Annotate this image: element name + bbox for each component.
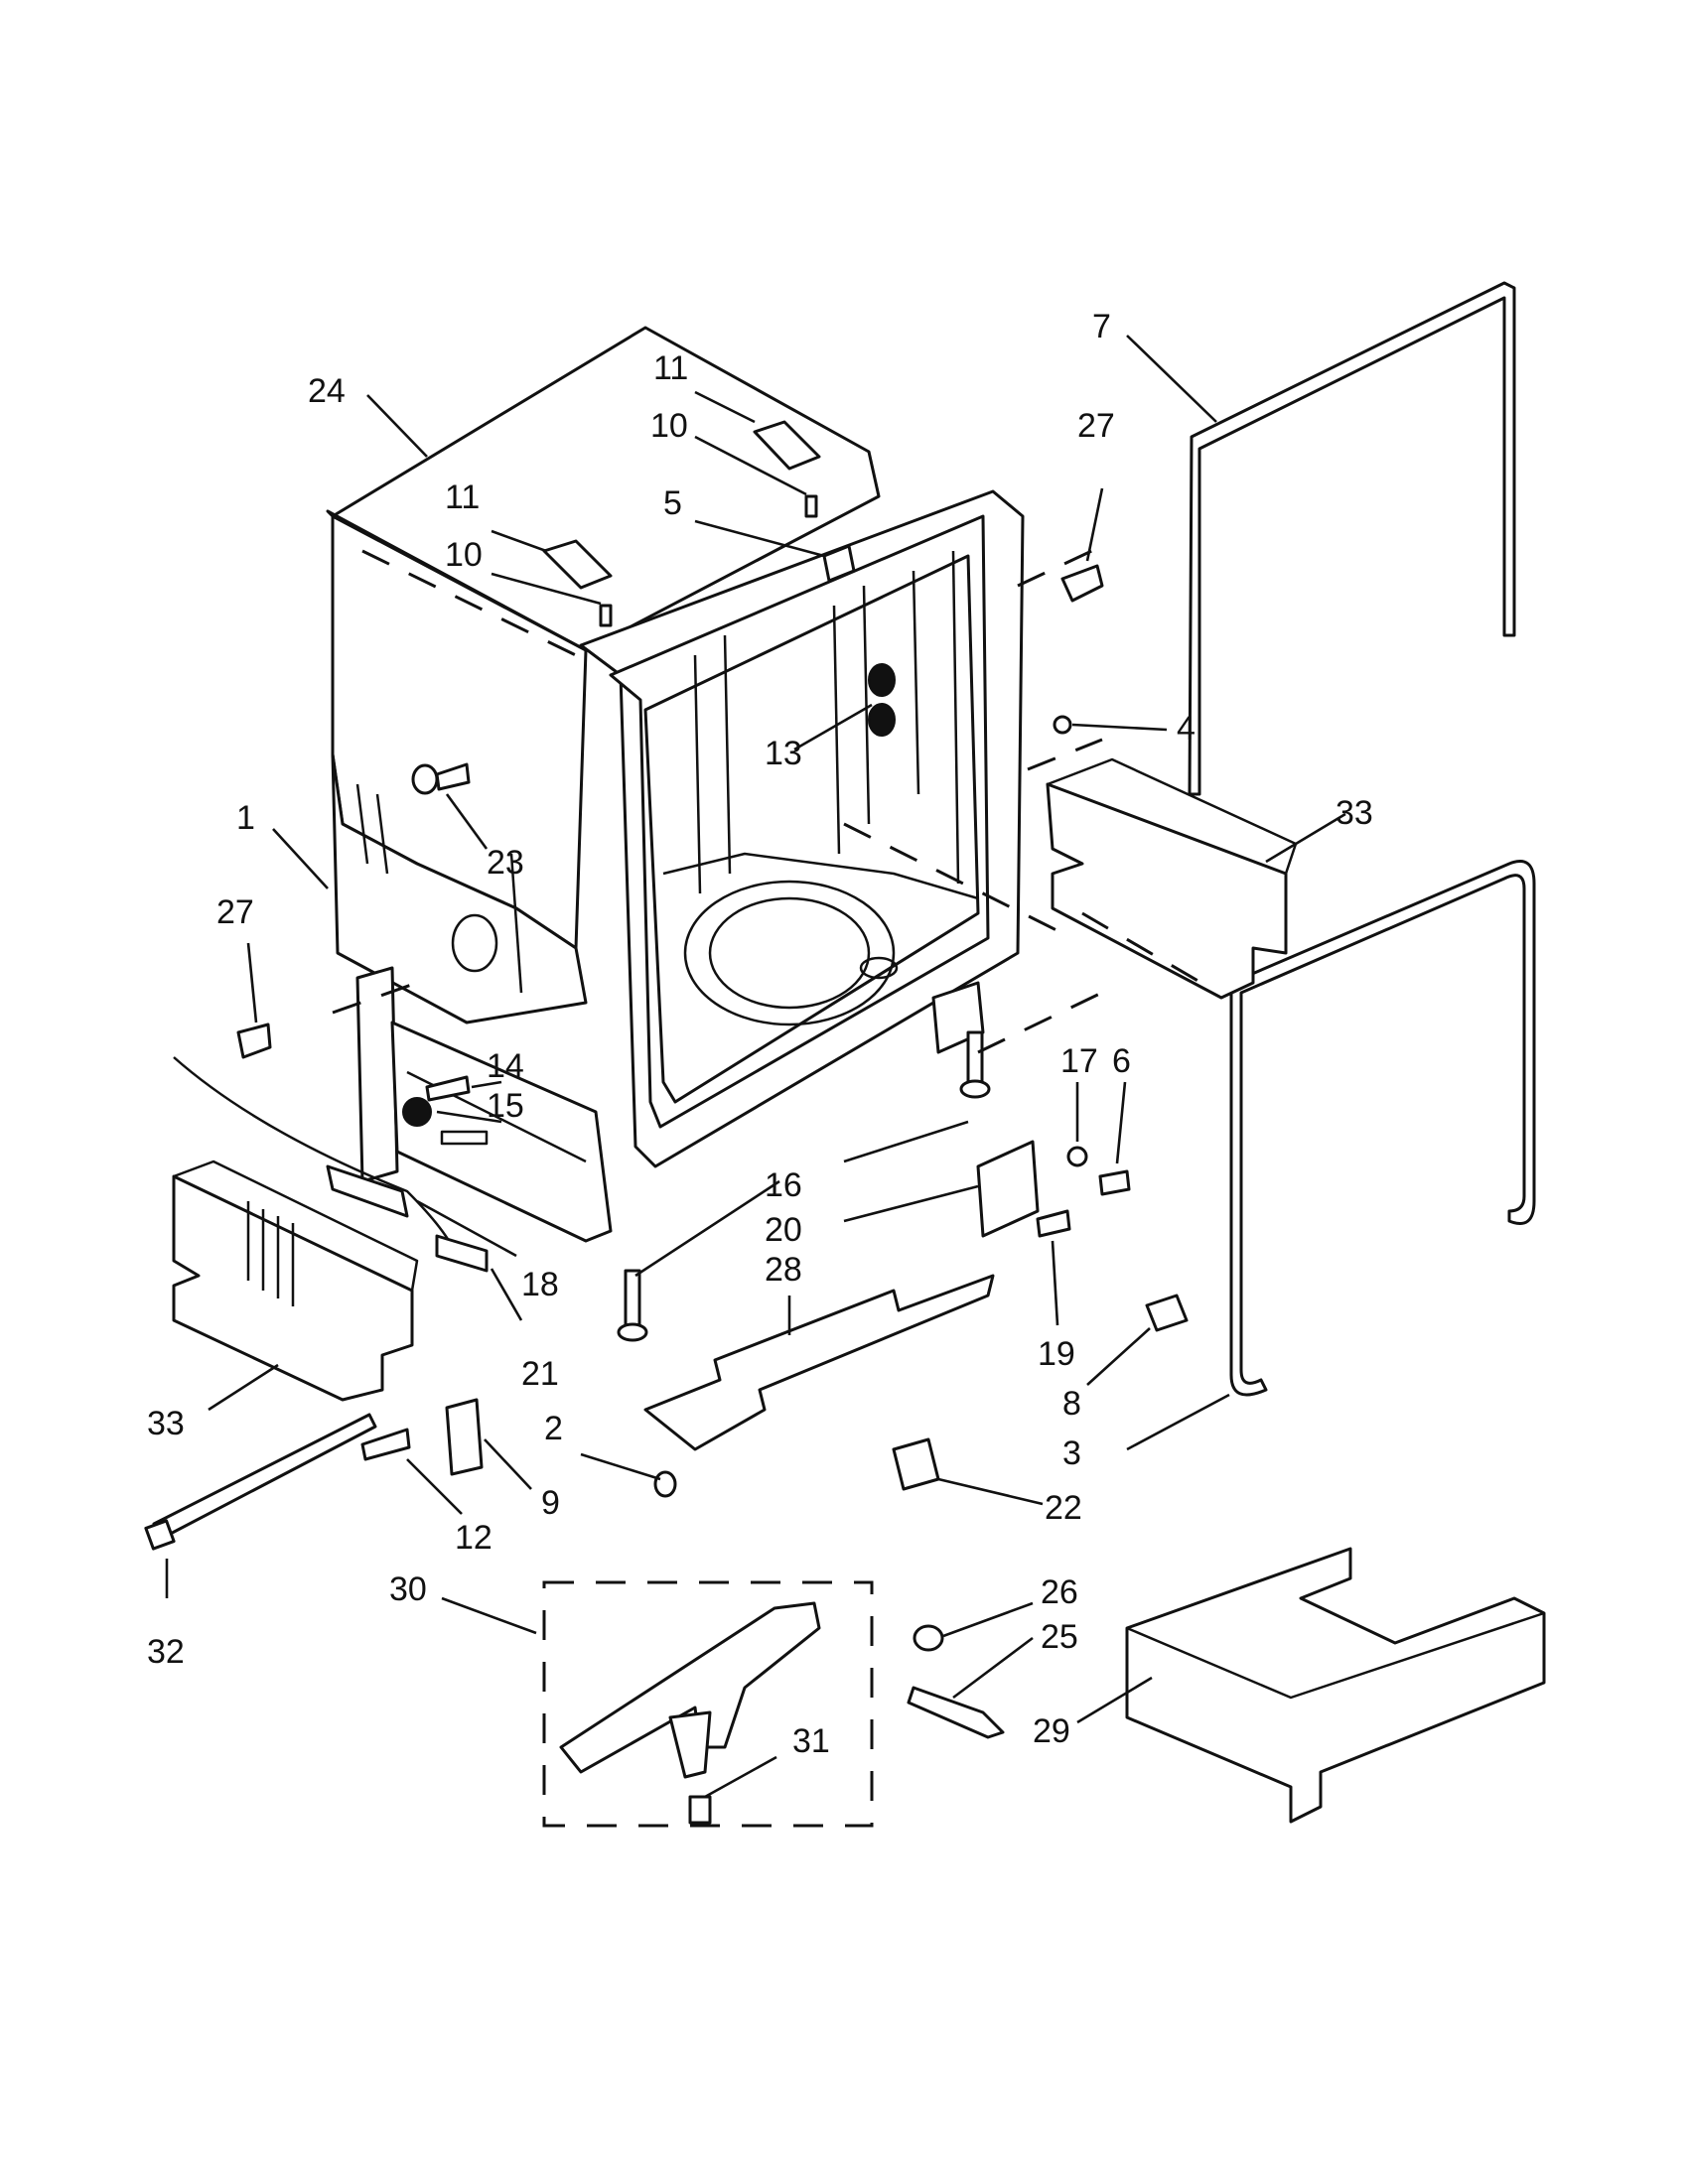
callout-26: 26: [1041, 1573, 1078, 1611]
callout-33-right: 33: [1336, 794, 1373, 832]
switch: [892, 1437, 940, 1491]
screw-top: [804, 494, 818, 518]
cable-tie: [144, 1413, 377, 1551]
insulation-base: [1125, 1547, 1546, 1824]
callout-15: 15: [487, 1087, 524, 1125]
callout-11-left: 11: [445, 478, 480, 516]
clip-8: [1145, 1294, 1189, 1332]
mounting-bracket-top: [753, 420, 821, 471]
screw-2: [653, 1470, 677, 1498]
callout-33-left: 33: [147, 1405, 185, 1442]
screw-left: [599, 604, 613, 627]
callout-22: 22: [1045, 1489, 1082, 1527]
callout-32: 32: [147, 1633, 185, 1671]
callout-31: 31: [792, 1722, 830, 1760]
cable: [173, 1056, 459, 1257]
fastener: [411, 762, 471, 795]
bracket-20: [976, 1140, 1040, 1238]
callout-7: 7: [1092, 308, 1111, 345]
vent: [868, 663, 896, 737]
callout-6: 6: [1112, 1042, 1131, 1080]
float-assembly-box: [542, 1580, 874, 1828]
callout-12: 12: [455, 1519, 492, 1557]
callout-16: 16: [765, 1166, 802, 1204]
leveling-leg-rear: [959, 1030, 991, 1099]
callout-24: 24: [308, 372, 346, 410]
callout-18: 18: [521, 1266, 559, 1303]
mounting-bracket-left: [542, 539, 613, 590]
callout-3: 3: [1062, 1434, 1081, 1472]
callout-4: 4: [1177, 710, 1196, 748]
door-spring: [326, 1164, 409, 1218]
screw-14: [425, 1075, 471, 1102]
screw-6: [1098, 1169, 1131, 1196]
screw-12: [360, 1428, 411, 1461]
callout-10-top: 10: [650, 407, 688, 445]
callout-8: 8: [1062, 1385, 1081, 1423]
callout-10-left: 10: [445, 536, 483, 574]
callout-11-top: 11: [653, 349, 688, 387]
callout-27-right: 27: [1077, 407, 1115, 445]
bracket-25: [907, 1686, 1005, 1739]
callout-13: 13: [765, 735, 802, 772]
washer: [1066, 1146, 1088, 1167]
callout-2: 2: [544, 1410, 563, 1447]
callout-21: 21: [521, 1355, 559, 1393]
callout-23: 23: [487, 844, 524, 882]
tub: [326, 326, 1025, 1243]
callout-30: 30: [389, 1570, 427, 1608]
screw-19: [1036, 1209, 1071, 1238]
heat-shield: [643, 1274, 995, 1451]
callout-28: 28: [765, 1251, 802, 1289]
leveling-leg-front: [617, 1269, 648, 1342]
callout-20: 20: [765, 1211, 802, 1249]
door-gasket: [1188, 281, 1516, 796]
callout-27-left: 27: [216, 893, 254, 931]
callout-14: 14: [487, 1047, 524, 1085]
plug: [1053, 715, 1072, 735]
cap-left: [236, 1023, 272, 1059]
thermostat: [913, 1624, 944, 1652]
callouts: 24 11 10 11 10 5 7 27 4 13 23 1 27 33 14…: [147, 308, 1373, 1760]
callout-5: 5: [663, 484, 682, 522]
tub-gasket: [1229, 860, 1536, 1397]
cap-right: [1060, 564, 1104, 603]
side-insulation-left: [172, 1160, 419, 1402]
leader-lines: [165, 335, 1346, 1799]
side-insulation-right: [1046, 782, 1288, 1000]
callout-19: 19: [1038, 1335, 1075, 1373]
callout-9: 9: [541, 1484, 560, 1522]
assembly-lines: [332, 544, 1202, 1054]
callout-29: 29: [1033, 1712, 1070, 1750]
callout-25: 25: [1041, 1618, 1078, 1656]
bracket-9: [445, 1398, 484, 1476]
pulley: [402, 1097, 432, 1127]
clip: [822, 544, 856, 583]
callout-17: 17: [1060, 1042, 1098, 1080]
callout-1: 1: [236, 799, 255, 837]
